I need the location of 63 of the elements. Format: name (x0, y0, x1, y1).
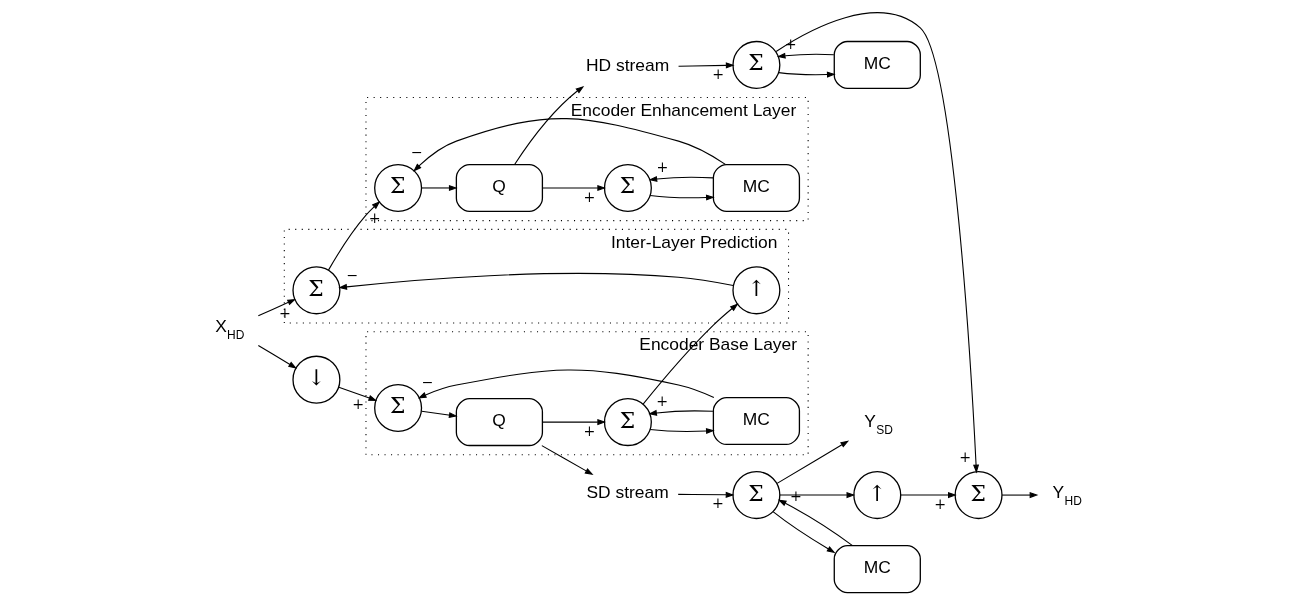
node-circle: Σ (732, 471, 781, 520)
node-circle: Σ (603, 398, 652, 447)
edge-label: + (712, 66, 725, 83)
arrow (421, 184, 458, 191)
edge-label: + (656, 392, 669, 409)
node-circle: Σ (603, 163, 652, 213)
node-box: MC (833, 545, 921, 594)
arrow (514, 85, 585, 165)
arrow (642, 303, 739, 405)
arrow (338, 272, 734, 290)
edge-label: + (711, 495, 724, 512)
arrow (413, 118, 726, 172)
arrow (327, 201, 381, 271)
edge-label: + (959, 448, 972, 465)
edge-label: − (421, 373, 434, 390)
arrow (421, 410, 458, 419)
node-text: HD stream (585, 55, 670, 76)
arrow (542, 419, 607, 426)
arrow (417, 369, 715, 399)
node-circle: ↑ (732, 266, 781, 315)
arrow (649, 194, 715, 201)
edge-label: − (410, 144, 423, 161)
node-box: MC (833, 40, 921, 89)
node-text: Y$_{SD}$ (864, 411, 893, 438)
arrow (1001, 492, 1039, 499)
arrow (777, 499, 854, 547)
node-box: MC (712, 396, 801, 446)
arrow (776, 440, 850, 484)
node-circle: Σ (732, 40, 781, 89)
arrow (648, 409, 714, 416)
edge-label: + (583, 188, 596, 205)
node-text: Y$_{HD}$ (1052, 482, 1082, 509)
arrow (677, 491, 735, 498)
arrow (678, 62, 735, 69)
edge-label: + (352, 395, 365, 412)
edge-label: − (346, 266, 359, 283)
arrow (257, 298, 297, 317)
arrow (775, 12, 980, 474)
edge-label: + (583, 422, 596, 439)
arrow (772, 511, 836, 554)
edge-label: + (789, 488, 802, 505)
arrow (649, 428, 715, 435)
arrow (648, 175, 714, 182)
node-circle: Σ (954, 471, 1003, 520)
node-circle: Σ (292, 266, 341, 315)
arrow (900, 492, 957, 499)
node-text: SD stream (586, 482, 669, 503)
arrow (541, 445, 594, 476)
arrow (776, 52, 835, 59)
edge-label: + (934, 495, 947, 512)
arrow (257, 344, 298, 369)
edge-label: + (656, 158, 669, 175)
arrow (542, 184, 607, 191)
node-circle: ↑ (853, 471, 902, 520)
node-circle: ↓ (292, 355, 341, 404)
arrow (779, 492, 856, 499)
node-text: X$_{HD}$ (215, 315, 245, 342)
node-box: Q (455, 398, 544, 447)
node-box: MC (712, 163, 801, 213)
node-circle: Σ (374, 383, 423, 433)
arrow (778, 71, 836, 78)
node-box: Q (455, 163, 544, 213)
arrow (338, 386, 378, 401)
